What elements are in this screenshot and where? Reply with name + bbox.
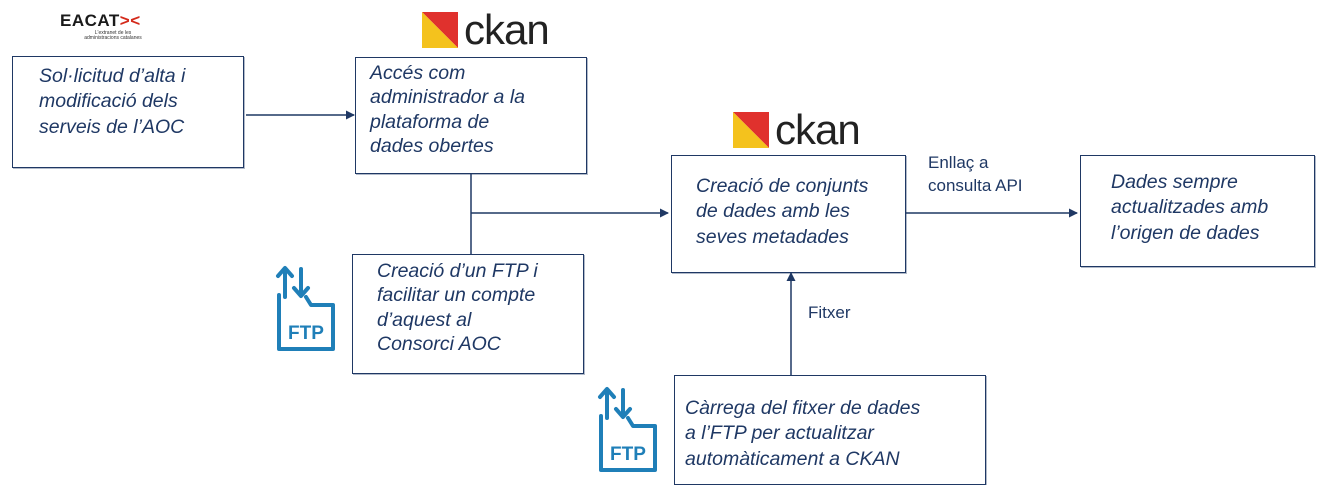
ftp-icon-graphic: FTP (598, 387, 657, 472)
file-label: Fitxer (808, 303, 851, 322)
ckan-wordmark: ckan (464, 6, 550, 53)
ftp-icon: FTP (593, 384, 665, 481)
eacat-logo: EACAT>< L'extranet de les administracion… (60, 11, 175, 42)
ftp-icon: FTP (271, 263, 343, 360)
admin-access-box: Accés com administrador a la plataforma … (355, 57, 587, 174)
upload-box: Càrrega del fitxer de dades a l’FTP per … (674, 375, 986, 485)
eacat-logo-name: EACAT (60, 11, 120, 30)
ckan-wordmark: ckan (775, 106, 861, 153)
ftp-icon-graphic: FTP (276, 266, 335, 351)
ftp-creation-box: Creació d’un FTP i facilitar un compte d… (352, 254, 584, 374)
eacat-logo-symbol: >< (119, 11, 141, 30)
ckan-icon (733, 112, 769, 148)
ftp-icon-label: FTP (610, 444, 646, 465)
api-link-label: Enllaç a consulta API (928, 153, 1023, 195)
ckan-logo-middle: ckan (731, 106, 861, 153)
ckan-logo-top: ckan (420, 6, 550, 53)
datasets-box: Creació de conjunts de dades amb les sev… (671, 155, 906, 273)
eacat-logo-subtitle: L'extranet de les administracions catala… (84, 30, 142, 42)
result-box: Dades sempre actualitzades amb l’origen … (1080, 155, 1315, 267)
request-box: Sol·licitud d’alta i modificació dels se… (12, 56, 244, 168)
ftp-icon-label: FTP (288, 323, 324, 344)
ckan-icon (422, 12, 458, 48)
